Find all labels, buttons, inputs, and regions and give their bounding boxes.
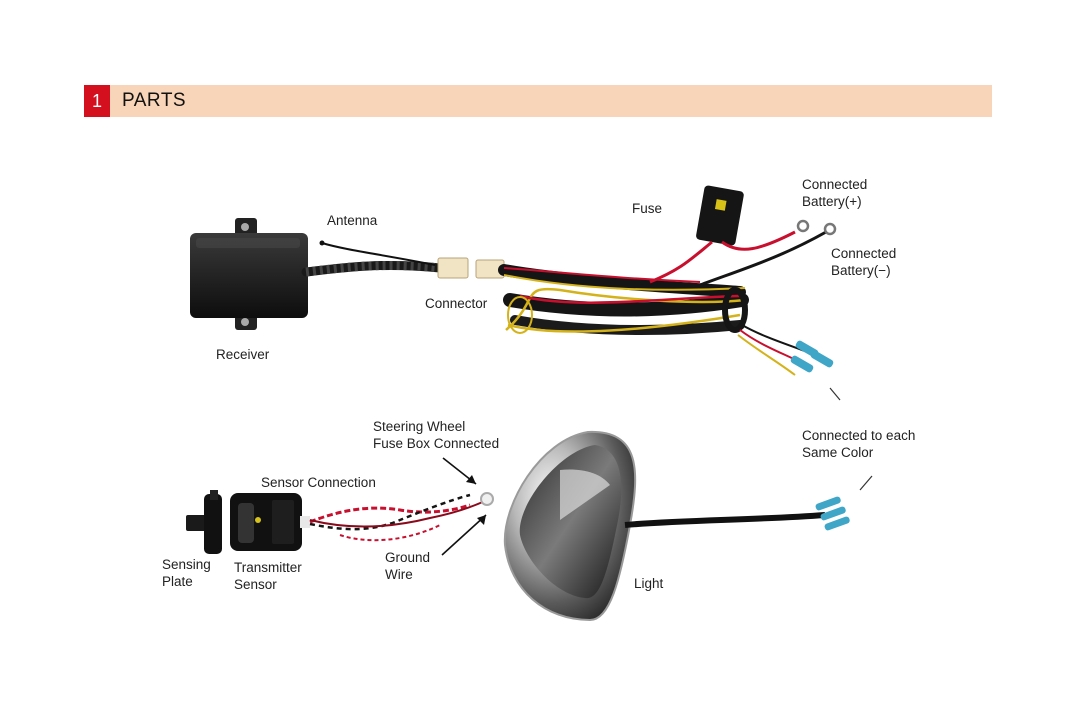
lamp-cable xyxy=(625,515,825,525)
ground-ring-terminal xyxy=(481,493,493,505)
connector-plug xyxy=(438,258,504,278)
label-ground-line1: Ground xyxy=(385,549,430,566)
label-sensing-plate: Sensing Plate xyxy=(162,556,211,590)
arrow-ground xyxy=(442,515,486,555)
label-ground-line2: Wire xyxy=(385,566,430,583)
receiver-module xyxy=(190,218,308,330)
label-battery-negative-line1: Connected xyxy=(831,245,896,262)
label-sensing-line2: Plate xyxy=(162,573,211,590)
label-same-color: Connected to each Same Color xyxy=(802,427,915,461)
label-sensing-line1: Sensing xyxy=(162,556,211,573)
label-ground-wire: Ground Wire xyxy=(385,549,430,583)
label-steering-line1: Steering Wheel xyxy=(373,418,499,435)
label-same-color-line1: Connected to each xyxy=(802,427,915,444)
label-steering-fuse-box: Steering Wheel Fuse Box Connected xyxy=(373,418,499,452)
label-antenna: Antenna xyxy=(327,212,377,229)
label-battery-positive-line1: Connected xyxy=(802,176,867,193)
label-sensor-connection: Sensor Connection xyxy=(261,474,376,491)
arrow-color-lower xyxy=(860,476,872,490)
label-transmitter-line1: Transmitter xyxy=(234,559,302,576)
label-battery-negative: Connected Battery(−) xyxy=(831,245,896,279)
label-steering-line2: Fuse Box Connected xyxy=(373,435,499,452)
label-fuse: Fuse xyxy=(632,200,662,217)
lamp-light xyxy=(505,432,635,620)
sensing-plate xyxy=(186,490,222,554)
label-receiver: Receiver xyxy=(216,346,269,363)
transmitter-sensor xyxy=(230,493,310,551)
label-same-color-line2: Same Color xyxy=(802,444,915,461)
label-battery-negative-line2: Battery(−) xyxy=(831,262,896,279)
label-battery-positive-line2: Battery(+) xyxy=(802,193,867,210)
receiver-cable xyxy=(306,265,440,272)
harness-blue-terminals xyxy=(738,325,834,375)
fuse-holder xyxy=(650,185,795,282)
sensor-cable xyxy=(310,495,487,540)
wire-harness xyxy=(504,268,745,333)
label-transmitter-line2: Sensor xyxy=(234,576,302,593)
label-light: Light xyxy=(634,575,663,592)
battery-positive-terminal xyxy=(798,221,808,231)
arrow-color-upper xyxy=(830,388,840,400)
label-connector: Connector xyxy=(425,295,487,312)
label-transmitter-sensor: Transmitter Sensor xyxy=(234,559,302,593)
arrow-steering xyxy=(443,458,476,484)
label-battery-positive: Connected Battery(+) xyxy=(802,176,867,210)
